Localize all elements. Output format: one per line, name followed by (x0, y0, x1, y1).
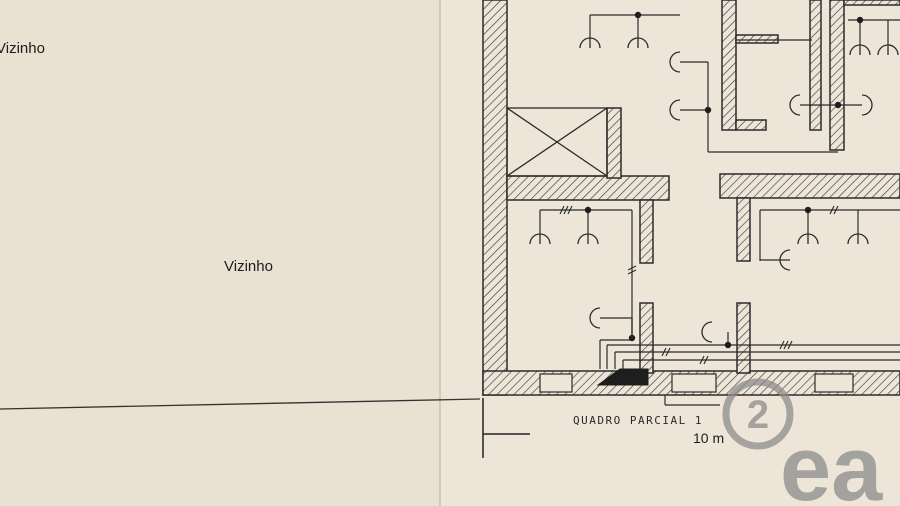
walls (482, 0, 900, 396)
paper-left-half (0, 0, 440, 506)
watermark-ring (722, 378, 794, 450)
watermark-digit: 2 (747, 393, 769, 437)
wiring-junctions (584, 11, 864, 349)
electrical-panel (596, 368, 649, 386)
property-boundary-line (0, 398, 481, 410)
shaft-box (506, 107, 608, 177)
socket-outlet-icons (529, 37, 899, 343)
panel-label: QUADRO PARCIAL 1 (573, 414, 703, 427)
wiring-circuits (539, 14, 900, 369)
neighbor-label-middle: Vizinho (224, 258, 273, 275)
neighbor-label-top: Vizinho (0, 40, 45, 57)
scale-label: 10 m (693, 430, 725, 446)
watermark-letters: ea (780, 418, 883, 506)
conductor-ticks (559, 205, 839, 365)
wall-openings (539, 373, 854, 393)
watermark-logo: 2 ea (722, 378, 883, 506)
